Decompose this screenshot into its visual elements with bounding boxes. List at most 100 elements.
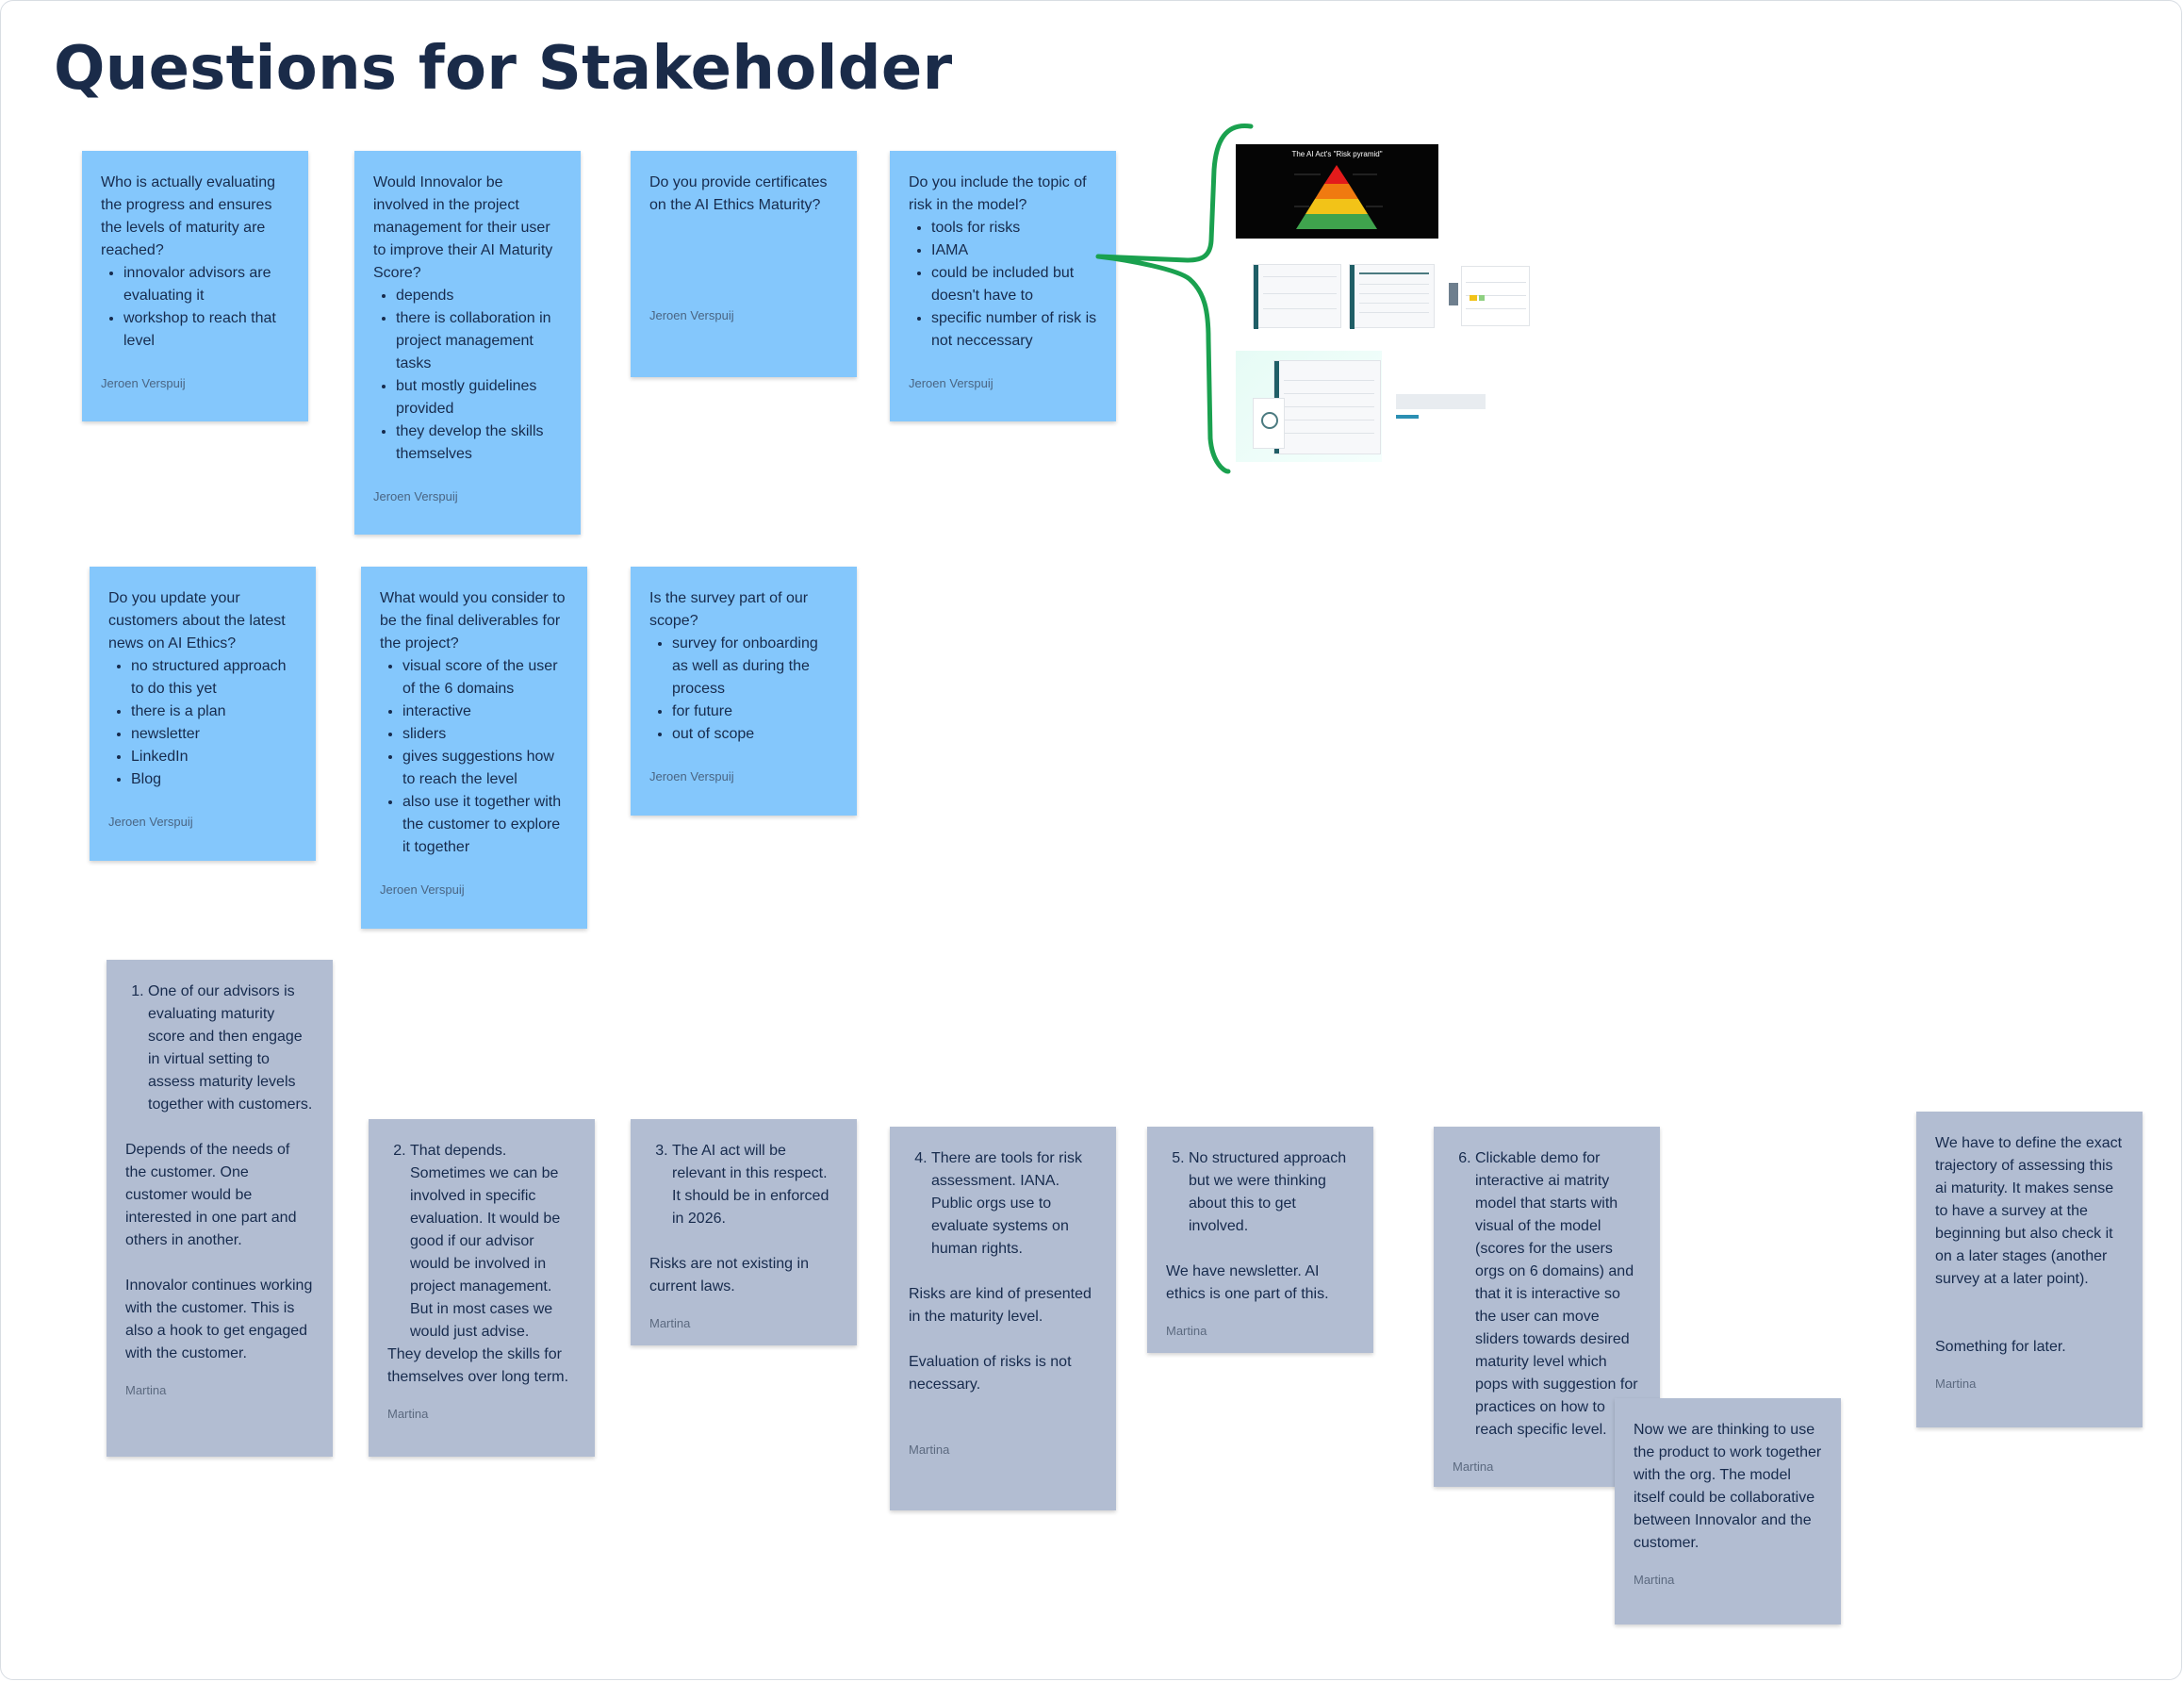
note-bullet: specific number of risk is not neccessar… bbox=[931, 307, 1097, 353]
answer-item: No structured approach but we were think… bbox=[1189, 1147, 1355, 1238]
sticky-note-evaluating-progress[interactable]: Who is actually evaluating the progress … bbox=[82, 151, 308, 421]
answer-numbered-item: That depends. Sometimes we can be involv… bbox=[387, 1140, 576, 1344]
answer-numbered-item: Clickable demo for interactive ai matrit… bbox=[1453, 1147, 1641, 1442]
answer-numbered-item: No structured approach but we were think… bbox=[1166, 1147, 1355, 1238]
note-author: Martina bbox=[1935, 1377, 1977, 1391]
note-bullets: innovalor advisors are evaluating it wor… bbox=[101, 262, 289, 353]
caption-link-placeholder[interactable] bbox=[1396, 415, 1419, 419]
note-author: Jeroen Verspuij bbox=[380, 882, 465, 897]
answer-numbered-item: The AI act will be relevant in this resp… bbox=[649, 1140, 838, 1230]
note-author: Martina bbox=[909, 1443, 950, 1457]
answer-paragraph: Risks are not existing in current laws. bbox=[649, 1256, 809, 1294]
note-question: Do you provide certificates on the AI Et… bbox=[649, 174, 828, 213]
note-author: Jeroen Verspuij bbox=[649, 308, 734, 322]
note-bullet: there is a plan bbox=[131, 701, 297, 723]
answer-item: The AI act will be relevant in this resp… bbox=[672, 1140, 838, 1230]
note-bullets: survey for onboarding as well as during … bbox=[649, 633, 838, 746]
note-bullet: but mostly guidelines provided bbox=[396, 375, 562, 420]
answer-paragraph: They develop the skills for themselves o… bbox=[387, 1346, 569, 1385]
note-author: Martina bbox=[387, 1407, 429, 1421]
answer-item: One of our advisors is evaluating maturi… bbox=[148, 981, 314, 1116]
note-bullet: could be included but doesn't have to bbox=[931, 262, 1097, 307]
note-author: Jeroen Verspuij bbox=[649, 769, 734, 783]
note-author: Martina bbox=[125, 1383, 167, 1397]
answer-paragraph: Now we are thinking to use the product t… bbox=[1634, 1422, 1822, 1551]
note-bullet: depends bbox=[396, 285, 562, 307]
note-author: Jeroen Verspuij bbox=[101, 376, 186, 390]
note-bullet: sliders bbox=[402, 723, 568, 746]
answer-paragraph: We have newsletter. AI ethics is one par… bbox=[1166, 1263, 1329, 1302]
note-bullet: Blog bbox=[131, 768, 297, 791]
note-bullets: depends there is collaboration in projec… bbox=[373, 285, 562, 466]
risk-pyramid-image[interactable]: The AI Act's "Risk pyramid" bbox=[1236, 144, 1438, 239]
chart-screenshot[interactable] bbox=[1461, 266, 1530, 326]
note-bullet: tools for risks bbox=[931, 217, 1097, 239]
note-bullet: workshop to reach that level bbox=[123, 307, 289, 353]
pyramid-image-title: The AI Act's "Risk pyramid" bbox=[1291, 150, 1383, 158]
note-question: Do you include the topic of risk in the … bbox=[909, 174, 1087, 213]
note-question: Do you update your customers about the l… bbox=[108, 590, 286, 651]
sticky-note-project-management[interactable]: Would Innovalor be involved in the proje… bbox=[354, 151, 581, 535]
sticky-note-survey-scope[interactable]: Is the survey part of our scope? survey … bbox=[631, 567, 857, 816]
answer-numbered-item: There are tools for risk assessment. IAN… bbox=[909, 1147, 1097, 1261]
note-bullet: survey for onboarding as well as during … bbox=[672, 633, 838, 701]
sticky-note-answer-5[interactable]: No structured approach but we were think… bbox=[1147, 1127, 1373, 1353]
note-question: Would Innovalor be involved in the proje… bbox=[373, 174, 553, 281]
sticky-note-answer-3[interactable]: The AI act will be relevant in this resp… bbox=[631, 1119, 857, 1345]
answer-numbered-item: One of our advisors is evaluating maturi… bbox=[125, 981, 314, 1116]
note-bullet: they develop the skills themselves bbox=[396, 420, 562, 466]
sticky-note-answer-4[interactable]: There are tools for risk assessment. IAN… bbox=[890, 1127, 1116, 1510]
note-bullet: innovalor advisors are evaluating it bbox=[123, 262, 289, 307]
note-bullet: gives suggestions how to reach the level bbox=[402, 746, 568, 791]
note-bullet: out of scope bbox=[672, 723, 838, 746]
sticky-note-certificates[interactable]: Do you provide certificates on the AI Et… bbox=[631, 151, 857, 377]
sticky-note-risk-topic[interactable]: Do you include the topic of risk in the … bbox=[890, 151, 1116, 421]
sticky-note-answer-7[interactable]: Now we are thinking to use the product t… bbox=[1615, 1398, 1841, 1624]
note-bullets: no structured approach to do this yet th… bbox=[108, 655, 297, 791]
answer-item: There are tools for risk assessment. IAN… bbox=[931, 1147, 1097, 1261]
answer-paragraph: Depends of the needs of the customer. On… bbox=[125, 1142, 297, 1248]
sticky-note-ai-ethics-news[interactable]: Do you update your customers about the l… bbox=[90, 567, 316, 861]
note-author: Jeroen Verspuij bbox=[108, 815, 193, 829]
answer-paragraph: Evaluation of risks is not necessary. bbox=[909, 1354, 1072, 1393]
answer-paragraph: Risks are kind of presented in the matur… bbox=[909, 1286, 1092, 1325]
note-author: Martina bbox=[1166, 1324, 1207, 1338]
note-author: Jeroen Verspuij bbox=[373, 489, 458, 503]
pyramid-icon bbox=[1294, 165, 1383, 229]
note-author: Jeroen Verspuij bbox=[909, 376, 993, 390]
answer-item: Clickable demo for interactive ai matrit… bbox=[1475, 1147, 1641, 1442]
caption-text-placeholder bbox=[1396, 394, 1486, 409]
answer-paragraph: We have to define the exact trajectory o… bbox=[1935, 1135, 2123, 1287]
note-bullet: visual score of the user of the 6 domain… bbox=[402, 655, 568, 701]
note-bullet: newsletter bbox=[131, 723, 297, 746]
note-bullet: LinkedIn bbox=[131, 746, 297, 768]
note-author: Martina bbox=[1634, 1573, 1675, 1587]
sticky-note-answer-2[interactable]: That depends. Sometimes we can be involv… bbox=[369, 1119, 595, 1457]
note-bullet: for future bbox=[672, 701, 838, 723]
note-bullets: tools for risks IAMA could be included b… bbox=[909, 217, 1097, 353]
note-bullet: there is collaboration in project manage… bbox=[396, 307, 562, 375]
dashboard-screenshot-1[interactable] bbox=[1253, 264, 1341, 329]
note-bullet: no structured approach to do this yet bbox=[131, 655, 297, 701]
sticky-note-answer-6[interactable]: Clickable demo for interactive ai matrit… bbox=[1434, 1127, 1660, 1487]
answer-paragraph: Something for later. bbox=[1935, 1339, 2066, 1355]
note-bullets: visual score of the user of the 6 domain… bbox=[380, 655, 568, 859]
note-author: Martina bbox=[649, 1316, 691, 1330]
sticky-note-final-deliverables[interactable]: What would you consider to be the final … bbox=[361, 567, 587, 929]
small-ui-fragment[interactable] bbox=[1449, 283, 1458, 305]
sticky-note-answer-8[interactable]: We have to define the exact trajectory o… bbox=[1916, 1112, 2143, 1427]
sticky-note-answer-1[interactable]: One of our advisors is evaluating maturi… bbox=[107, 960, 333, 1457]
note-bullet: IAMA bbox=[931, 239, 1097, 262]
board-title[interactable]: Questions for Stakeholder bbox=[54, 34, 953, 104]
note-question: Is the survey part of our scope? bbox=[649, 590, 809, 629]
note-author: Martina bbox=[1453, 1459, 1494, 1474]
answer-paragraph: Innovalor continues working with the cus… bbox=[125, 1278, 313, 1361]
note-bullet: interactive bbox=[402, 701, 568, 723]
note-bullet: also use it together with the customer t… bbox=[402, 791, 568, 859]
note-question: Who is actually evaluating the progress … bbox=[101, 174, 275, 258]
product-screenshot-collage[interactable] bbox=[1236, 351, 1382, 462]
dashboard-screenshot-2[interactable] bbox=[1349, 264, 1435, 329]
answer-item: That depends. Sometimes we can be involv… bbox=[410, 1140, 576, 1344]
